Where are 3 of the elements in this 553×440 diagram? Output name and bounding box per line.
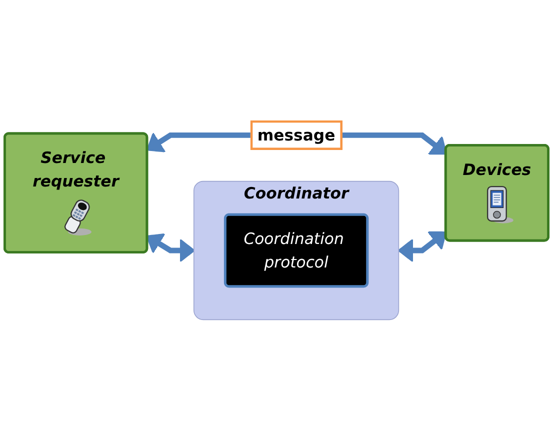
- edge-label: message: [257, 126, 336, 145]
- arrow: [398, 232, 446, 258]
- arrow: [146, 235, 195, 258]
